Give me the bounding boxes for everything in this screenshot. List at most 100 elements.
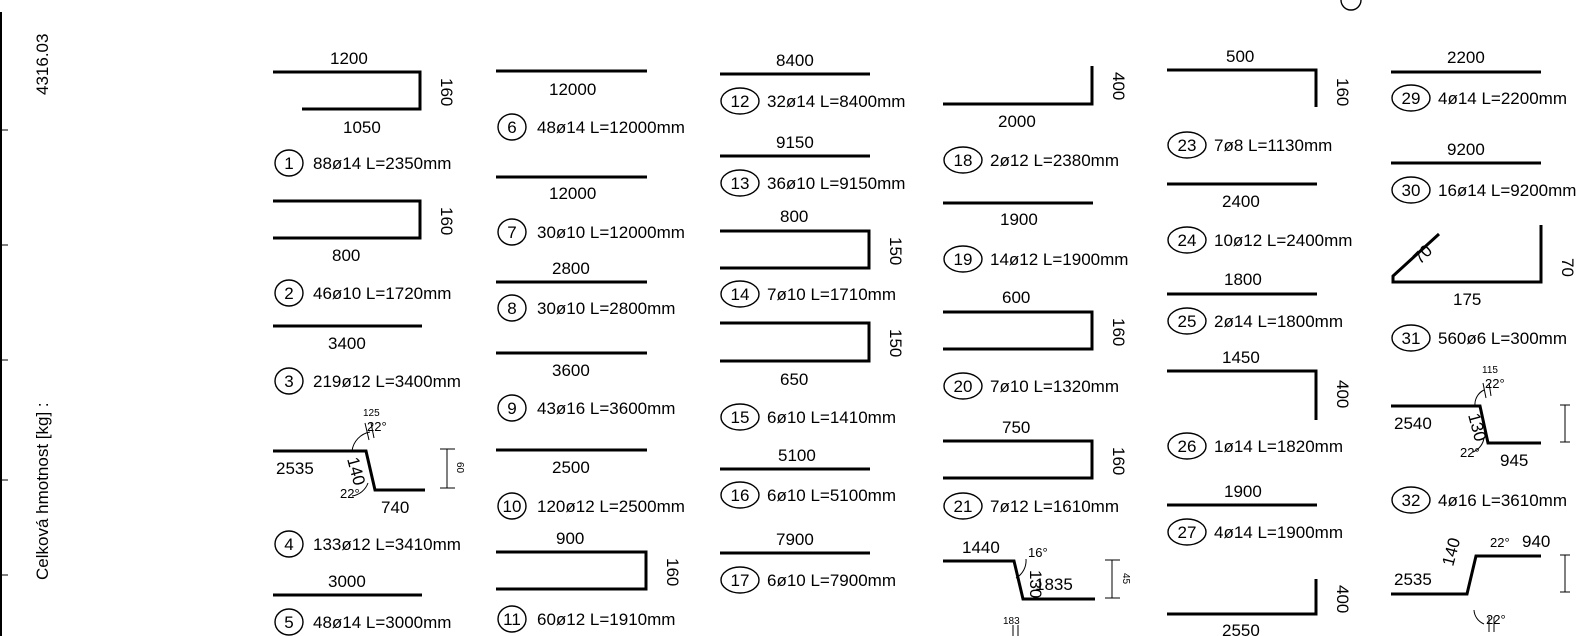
- bar-2-dim-height: 160: [437, 207, 456, 235]
- bar-26: 1450 400 26 1ø14 L=1820mm: [1167, 348, 1352, 460]
- bar-24-badge-number: 24: [1178, 231, 1197, 250]
- bar-4-angle-top: 22°: [367, 419, 387, 434]
- bar-26-dim-height: 400: [1333, 380, 1352, 408]
- bar-31-badge-number: 31: [1402, 329, 1421, 348]
- bar-31: 70 70 175 31 560ø6 L=300mm: [1391, 225, 1577, 352]
- bar-1-dim-bottom: 1050: [343, 118, 381, 137]
- title-strip: 4316.03 Celková hmotnost [kg] :: [0, 12, 52, 636]
- bar-9-badge-number: 9: [507, 399, 516, 418]
- bar-21-badge-number: 21: [954, 497, 973, 516]
- bar-33-dim-diagonal: 140: [1439, 536, 1465, 568]
- bar-8-spec: 30ø10 L=2800mm: [537, 299, 675, 318]
- bar-20-badge-number: 20: [954, 377, 973, 396]
- bar-22-dim-bottom: 183: [1003, 616, 1020, 627]
- bar-6-dim-length: 12000: [549, 80, 596, 99]
- bar-14-dim-length: 800: [780, 207, 808, 226]
- bar-1-badge-number: 1: [284, 154, 293, 173]
- bar-27: 1900 27 4ø14 L=1900mm: [1167, 482, 1343, 546]
- bar-3-spec: 219ø12 L=3400mm: [313, 372, 461, 391]
- bar-22-dim-diagonal: 130: [1026, 570, 1045, 598]
- bar-15: 150 650 15 6ø10 L=1410mm: [720, 321, 905, 431]
- bar-15-badge-number: 15: [731, 408, 750, 427]
- bar-28-dim-length: 2550: [1222, 621, 1260, 636]
- bar-22-angle: 16°: [1028, 545, 1048, 560]
- bar-4-angle-bottom: 22°: [340, 486, 360, 501]
- bar-4: 125 22° 2535 140 60 22° 740 4 133ø12 L=3…: [273, 408, 465, 558]
- bar-1: 1200 160 1050 1 88ø14 L=2350mm: [273, 49, 456, 177]
- bar-12-badge-number: 12: [731, 92, 750, 111]
- bar-13-dim-length: 9150: [776, 133, 814, 152]
- bar-19-spec: 14ø12 L=1900mm: [990, 250, 1128, 269]
- bar-9: 3600 9 43ø16 L=3600mm: [496, 351, 675, 422]
- bar-21-dim-height: 160: [1109, 447, 1128, 475]
- drawing-number: 4316.03: [33, 34, 52, 95]
- bar-1-dim-length: 1200: [330, 49, 368, 68]
- bar-27-spec: 4ø14 L=1900mm: [1214, 523, 1343, 542]
- bar-19: 1900 19 14ø12 L=1900mm: [943, 201, 1128, 273]
- bar-30-dim-length: 9200: [1447, 140, 1485, 159]
- bar-26-spec: 1ø14 L=1820mm: [1214, 437, 1343, 456]
- bar-2-dim-length: 800: [332, 246, 360, 265]
- bar-23-dim-length: 500: [1226, 47, 1254, 66]
- bar-26-badge-number: 26: [1178, 437, 1197, 456]
- bar-18-dim-length: 2000: [998, 112, 1036, 131]
- bar-4-badge-number: 4: [284, 535, 293, 554]
- bar-18-badge-number: 18: [954, 151, 973, 170]
- bar-29: 2200 29 4ø14 L=2200mm: [1391, 48, 1567, 112]
- bar-6: 12000 6 48ø14 L=12000mm: [496, 69, 685, 141]
- bar-14-badge-number: 14: [731, 285, 750, 304]
- bar-24: 2400 24 10ø12 L=2400mm: [1167, 182, 1352, 254]
- bar-4-dim-top: 125: [363, 408, 380, 419]
- bar-32-dim-left: 2540: [1394, 414, 1432, 433]
- bar-32-dim-diagonal: 130: [1464, 411, 1490, 443]
- bar-11: 900 160 11 60ø12 L=1910mm: [496, 529, 682, 633]
- bar-32-dim-right: 945: [1500, 451, 1528, 470]
- bar-5-spec: 48ø14 L=3000mm: [313, 613, 451, 632]
- bar-5-badge-number: 5: [284, 613, 293, 632]
- bar-4-offset-dimension: 60: [440, 448, 465, 489]
- bar-7: 12000 7 30ø10 L=12000mm: [496, 175, 685, 246]
- bar-4-dim-left: 2535: [276, 459, 314, 478]
- bar-27-badge-number: 27: [1178, 523, 1197, 542]
- bar-32-spec: 4ø16 L=3610mm: [1438, 491, 1567, 510]
- bar-18: 400 2000 18 2ø12 L=2380mm: [943, 66, 1128, 174]
- bar-4-spec: 133ø12 L=3410mm: [313, 535, 461, 554]
- bar-23-dim-height: 160: [1333, 78, 1352, 106]
- total-weight-label: Celková hmotnost [kg] :: [33, 402, 52, 580]
- bar-22-offset-dimension: 45: [1105, 559, 1131, 599]
- bar-32-angle-top: 22°: [1485, 376, 1505, 391]
- bar-33-dim-right: 940: [1522, 532, 1550, 551]
- bar-7-badge-number: 7: [507, 223, 516, 242]
- bar-22-dim-right: 1835: [1035, 575, 1073, 594]
- bar-2-spec: 46ø10 L=1720mm: [313, 284, 451, 303]
- bar-4-dim-right: 740: [381, 498, 409, 517]
- bar-22-dim-offset: 45: [1120, 573, 1131, 585]
- bar-24-dim-length: 2400: [1222, 192, 1260, 211]
- bar-33: 22° 940 2535 140 22°: [1391, 532, 1570, 632]
- bar-8-badge-number: 8: [507, 299, 516, 318]
- bar-11-spec: 60ø12 L=1910mm: [537, 610, 675, 629]
- bar-33-angle-bottom: 22°: [1486, 612, 1506, 627]
- bar-4-dim-diagonal: 140: [343, 455, 369, 487]
- bar-11-badge-number: 11: [503, 610, 521, 629]
- bar-33-angle-top: 22°: [1490, 535, 1510, 550]
- bar-5: 3000 5 48ø14 L=3000mm: [273, 572, 451, 636]
- bar-28: 400 2550: [1167, 579, 1352, 636]
- bar-29-spec: 4ø14 L=2200mm: [1438, 89, 1567, 108]
- bar-1-dim-height: 160: [437, 78, 456, 106]
- bar-9-dim-length: 3600: [552, 361, 590, 380]
- bar-16-dim-length: 5100: [778, 446, 816, 465]
- bar-25-dim-length: 1800: [1224, 270, 1262, 289]
- bar-10: 2500 10 120ø12 L=2500mm: [496, 448, 685, 520]
- bar-20-dim-length: 600: [1002, 288, 1030, 307]
- bar-4-dim-offset: 60: [454, 462, 465, 474]
- bar-2: 160 800 2 46ø10 L=1720mm: [273, 199, 456, 307]
- bar-22-dim-left: 1440: [962, 538, 1000, 557]
- bar-15-dim-height: 150: [886, 329, 905, 357]
- bar-1-spec: 88ø14 L=2350mm: [313, 154, 451, 173]
- bar-28-dim-height: 400: [1333, 585, 1352, 613]
- bar-11-dim-height: 160: [663, 558, 682, 586]
- bar-20: 600 160 20 7ø10 L=1320mm: [943, 288, 1128, 400]
- bar-17: 7900 17 6ø10 L=7900mm: [720, 530, 896, 594]
